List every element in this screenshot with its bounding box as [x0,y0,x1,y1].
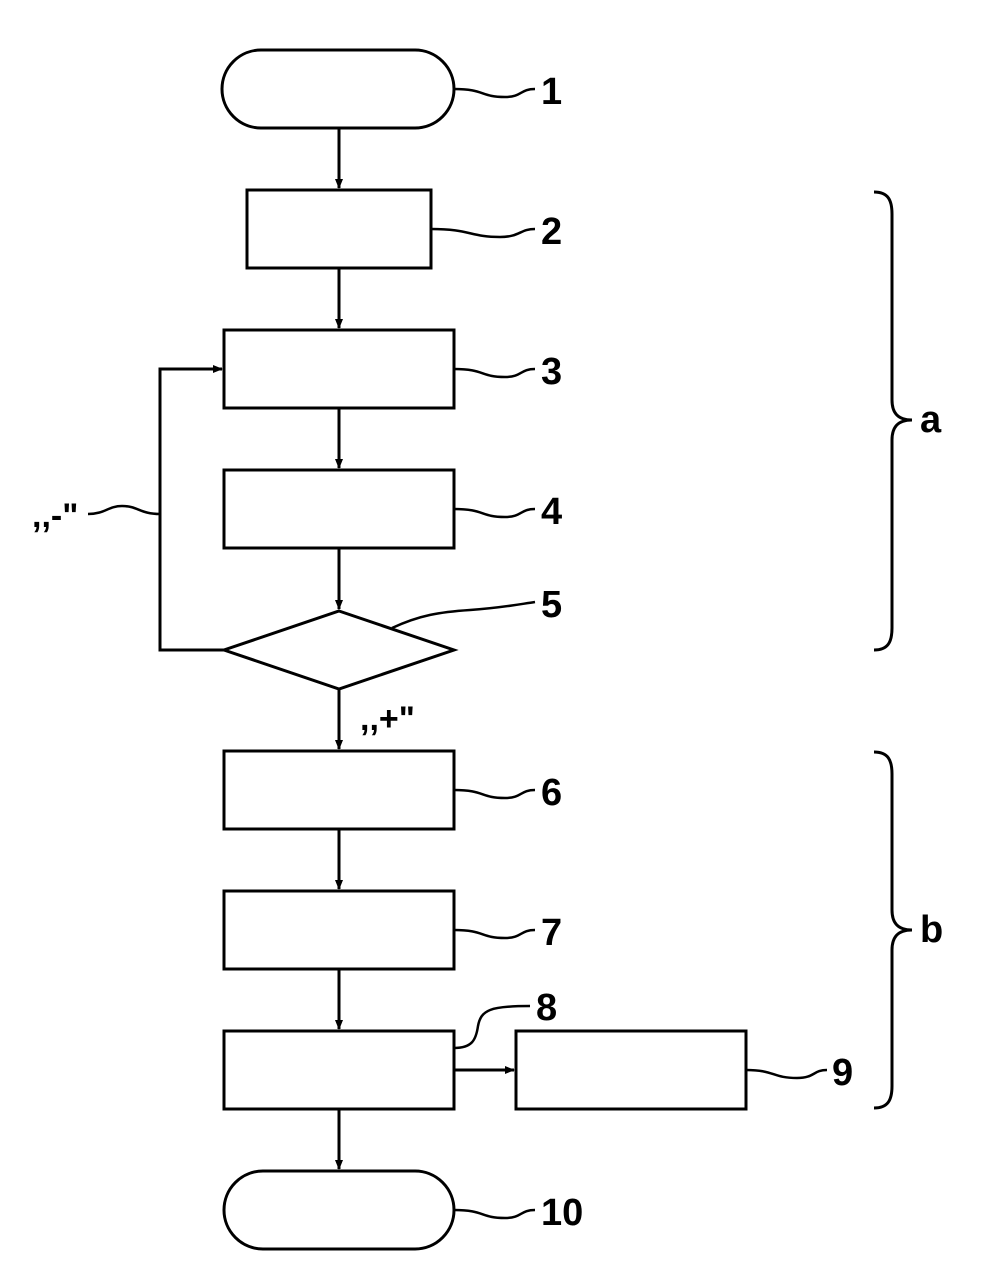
leader-9 [746,1070,827,1078]
group-a-label: a [920,399,942,441]
decision-diamond [224,611,454,689]
ref-6-label: 6 [541,772,562,814]
condition-positive-label: ,,+" [360,700,415,738]
ref-2-label: 2 [541,211,562,253]
ref-9-label: 9 [832,1052,853,1094]
condition-negative-label: ,,-" [32,497,78,535]
leader-negative [88,506,160,514]
leader-6 [454,790,535,798]
leader-5 [392,602,535,628]
step-7-box [224,891,454,969]
step-2-box [247,190,431,268]
ref-10-label: 10 [541,1192,583,1234]
ref-5-label: 5 [541,584,562,626]
leader-7 [454,930,535,938]
loop-back-arrow [160,369,224,650]
step-6-box [224,751,454,829]
leader-1 [454,89,535,97]
start-terminal [222,50,454,128]
leader-2 [431,229,535,237]
leader-3 [454,369,535,377]
brace-b [874,752,912,1108]
ref-1-label: 1 [541,71,562,113]
ref-7-label: 7 [541,912,562,954]
end-terminal [224,1171,454,1249]
ref-8-label: 8 [536,987,557,1029]
group-b-label: b [920,909,943,951]
brace-a [874,192,912,650]
step-8-box [224,1031,454,1109]
ref-3-label: 3 [541,351,562,393]
leader-4 [454,509,535,517]
step-9-box [516,1031,746,1109]
step-3-box [224,330,454,408]
ref-4-label: 4 [541,491,562,533]
step-4-box [224,470,454,548]
leader-10 [454,1210,535,1218]
